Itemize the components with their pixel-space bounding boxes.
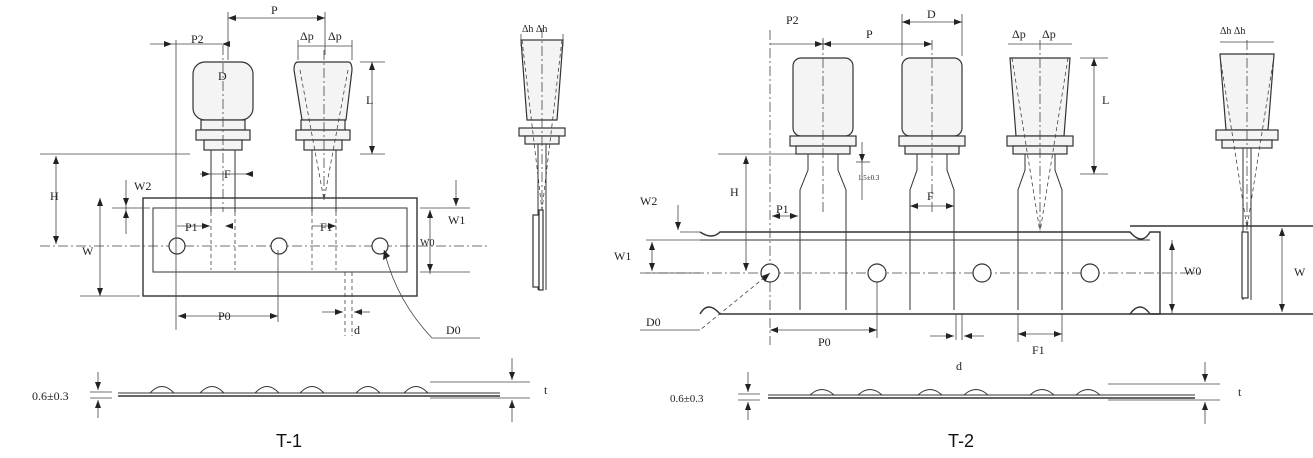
t1-side-tape	[538, 209, 544, 291]
t1-capacitor-body-tilted	[293, 61, 353, 121]
t1-label-W0: W0	[420, 238, 434, 249]
t2-label-P0: P0	[818, 335, 831, 349]
t2-tape-outline	[699, 231, 1161, 315]
t2-label-D: D	[927, 7, 936, 21]
t2-label-W1: W1	[614, 249, 631, 263]
t1-tilt-line	[323, 69, 349, 201]
t2-label-W0: W0	[1184, 264, 1201, 278]
t2-leader-D0	[699, 272, 771, 331]
t1-label-dp1: Δp	[300, 29, 314, 43]
t1-sprocket-hole	[168, 237, 186, 255]
t2-label-H: H	[730, 185, 739, 199]
t2-label-t: t	[1238, 385, 1242, 399]
t1-label-D0: D0	[446, 323, 461, 337]
t1-label-d: d	[354, 323, 360, 337]
t2-sprocket-hole	[867, 263, 887, 283]
t1-strip-bumps	[149, 386, 429, 394]
t1-arrowheads	[53, 15, 515, 408]
t1-label-P2: P2	[191, 32, 204, 46]
t2-label-W: W	[1294, 265, 1306, 279]
t2-label-tolerance: 0.6±0.3	[670, 393, 704, 405]
t1-tilt-line	[299, 69, 325, 201]
t2-drawing: P2 P D Δp Δp Δh Δh L H 1.5±0.3 P1 F W2 W…	[614, 7, 1313, 451]
t1-label-P0: P0	[218, 309, 231, 323]
t2-label-d: d	[956, 359, 962, 373]
t1-label-W: W	[82, 244, 94, 258]
t1-label-W2: W2	[134, 179, 151, 193]
t2-caption: T-2	[948, 431, 974, 451]
t2-label-P: P	[866, 27, 873, 41]
t1-sprocket-hole	[270, 237, 288, 255]
t1-label-tolerance: 0.6±0.3	[32, 389, 69, 403]
t1-label-L: L	[366, 93, 373, 107]
t2-label-F: F	[927, 189, 934, 203]
t1-label-t: t	[544, 383, 548, 397]
t1-label-P1: P1	[185, 220, 198, 234]
t1-tape-outer	[142, 197, 418, 297]
t2-label-L: L	[1102, 93, 1109, 107]
t1-capacitor-foot	[303, 139, 343, 151]
t1-label-dp2: Δp	[328, 29, 342, 43]
t1-capacitor-base	[295, 129, 351, 141]
t2-label-dp1: Δp	[1012, 27, 1026, 41]
t2-label-W2: W2	[640, 194, 657, 208]
t1-tape-inner	[152, 207, 408, 273]
t1-label-P: P	[271, 3, 278, 17]
t2-strip-bumps	[809, 389, 1101, 396]
t2-sprocket-hole	[972, 263, 992, 283]
t2-capacitor	[789, 40, 857, 310]
t2-label-D0: D0	[646, 315, 661, 329]
t2-label-lead-note: 1.5±0.3	[858, 174, 880, 182]
t1-side-tilt	[541, 39, 563, 211]
t1-drawing: P P2 Δp Δp Δh Δh D L F H W2 W P1 F1 W1 W…	[32, 3, 566, 451]
t1-label-F: F	[224, 167, 231, 181]
t1-label-W1: W1	[448, 213, 465, 227]
t1-label-H: H	[50, 189, 59, 203]
t2-label-P1: P1	[776, 202, 789, 216]
t1-label-dh: Δh Δh	[522, 24, 547, 35]
t2-label-dp2: Δp	[1042, 27, 1056, 41]
t1-caption: T-1	[276, 431, 302, 451]
t1-side-tape	[532, 214, 540, 288]
t2-sprocket-hole	[1080, 263, 1100, 283]
t2-label-F1: F1	[1032, 343, 1045, 357]
t2-capacitor-tilted	[1006, 40, 1074, 310]
t2-arrowheads	[649, 19, 1285, 410]
t2-label-dh: Δh Δh	[1220, 26, 1245, 37]
t2-side-view	[1215, 40, 1279, 300]
t1-label-D: D	[218, 69, 227, 83]
t1-label-F1: F1	[320, 220, 333, 234]
t1-side-tilt	[521, 39, 543, 211]
t2-capacitor	[898, 40, 966, 310]
t1-leader-D0	[383, 249, 433, 339]
t2-label-P2: P2	[786, 13, 799, 27]
